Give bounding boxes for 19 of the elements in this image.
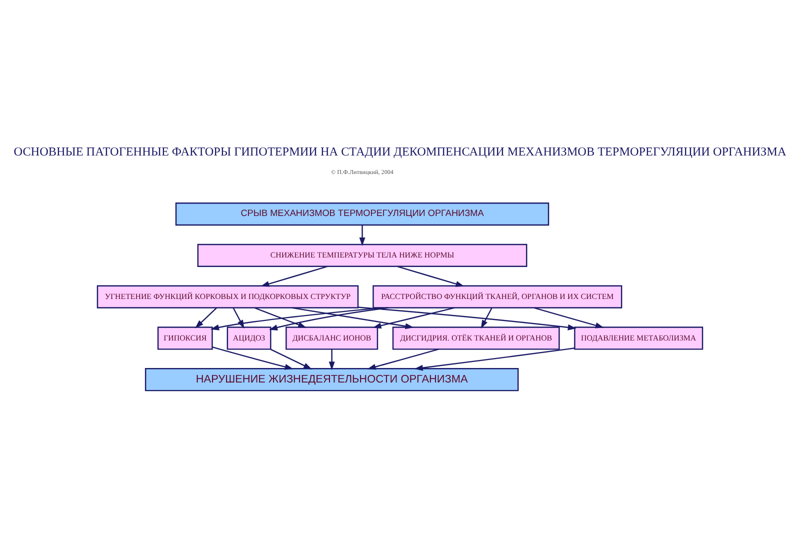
arrow (260, 265, 328, 286)
diagram-title: ОСНОВНЫЕ ПАТОГЕННЫЕ ФАКТОРЫ ГИПОТЕРМИИ НА СТАДИИ ДЕКОМПЕНСАЦИИ МЕХАНИЗМОВ ТЕРМОРЕГУЛЯЦИИ ОРГАНИЗМА (14, 144, 786, 158)
arrow (254, 306, 307, 328)
arrow (359, 224, 366, 246)
arrow (268, 306, 389, 330)
arrow (397, 265, 464, 286)
node-box: СРЫВ МЕХАНИЗМОВ ТЕРМОРЕГУЛЯЦИИ ОРГАНИЗМА (175, 202, 550, 226)
arrow (212, 346, 294, 370)
arrow (195, 307, 217, 328)
arrow (372, 306, 455, 328)
arrow (328, 348, 335, 370)
arrow (367, 348, 439, 370)
arrow (480, 307, 492, 328)
arrow (358, 306, 576, 330)
arrow (270, 348, 312, 369)
node-box: НАРУШЕНИЕ ЖИЗНЕДЕЯТЕЛЬНОСТИ ОРГАНИЗМА (144, 368, 519, 391)
arrow (292, 306, 414, 329)
arrow (534, 306, 604, 328)
arrow (414, 347, 575, 370)
